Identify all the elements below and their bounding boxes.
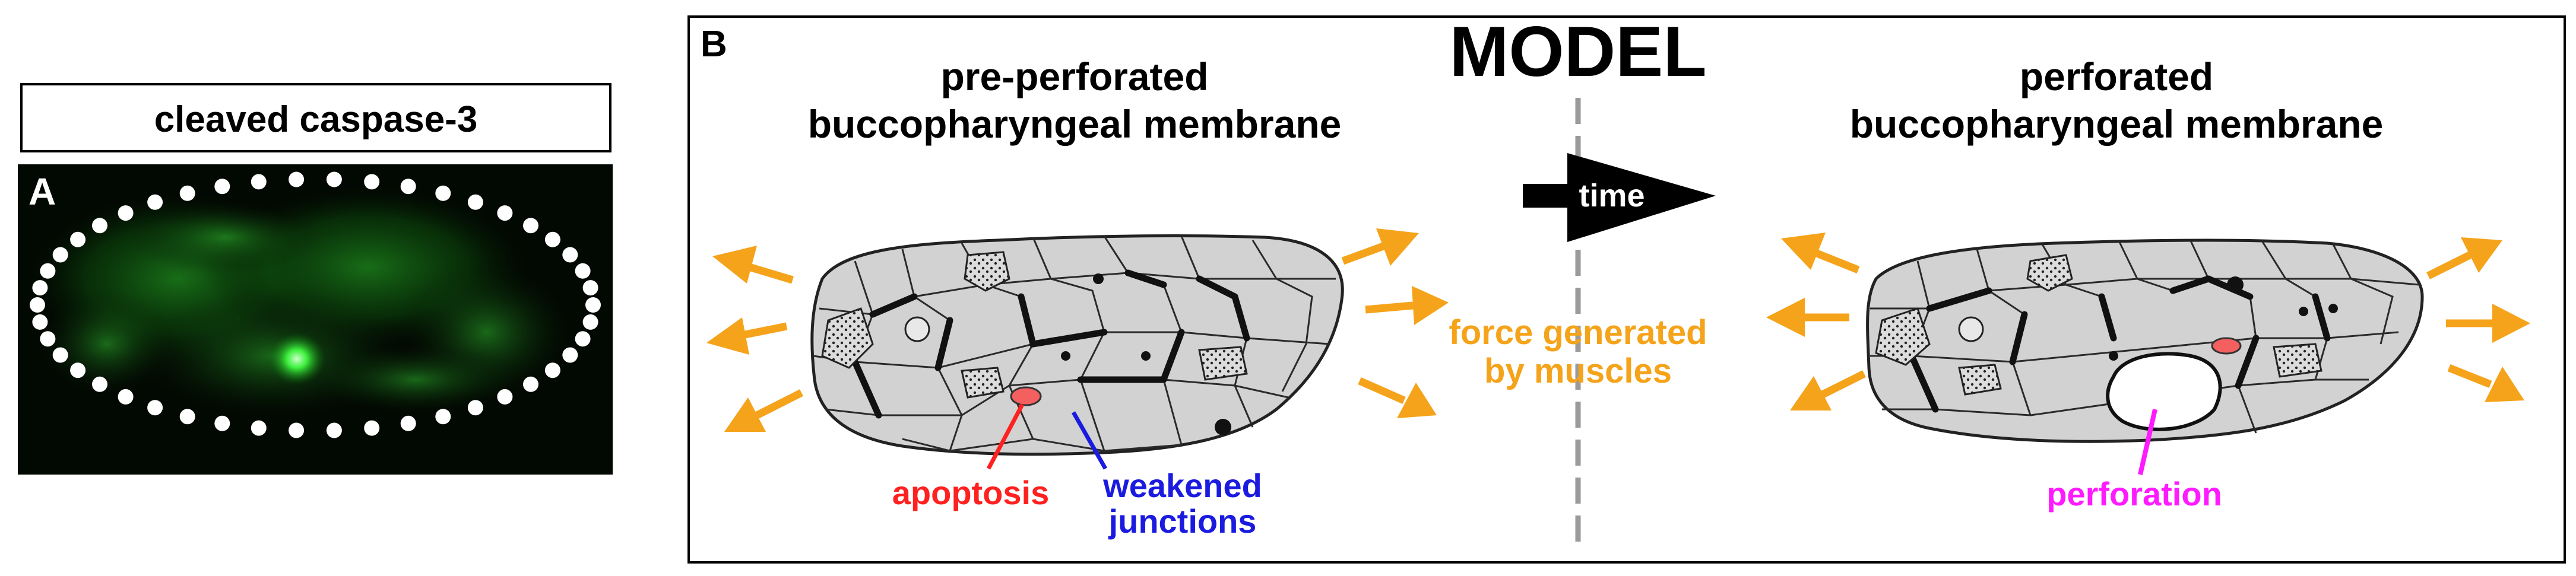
outline-dot (326, 171, 342, 187)
apoptosis-label: apoptosis (892, 474, 1049, 511)
outline-dot (364, 420, 380, 436)
left-title-line1: pre-perforated (940, 55, 1208, 98)
model-heading: MODEL (1449, 12, 1706, 91)
outline-dot (435, 409, 451, 425)
force-arrow (1781, 233, 1860, 274)
outline-dot (544, 231, 560, 247)
time-arrow: time (1523, 153, 1716, 242)
outline-dot (147, 400, 163, 416)
junction-spots-left (1061, 273, 1231, 435)
perforation-hole (2106, 352, 2222, 431)
force-arrow (1358, 377, 1437, 418)
force-arrow (712, 246, 794, 284)
force-arrow (2446, 304, 2530, 343)
pre-perforated-membrane (810, 234, 1344, 456)
outline-dot (32, 280, 48, 296)
right-title-line2: buccopharyngeal membrane (1850, 102, 2384, 146)
apoptotic-cell-right (2211, 337, 2242, 355)
outline-dot (364, 174, 380, 190)
force-arrow (2447, 364, 2524, 402)
outline-dot (32, 314, 48, 330)
outline-dot (585, 297, 601, 313)
outline-dot (562, 347, 578, 363)
outline-dot (582, 314, 598, 330)
panel-a-title-box (20, 83, 611, 152)
outline-dot (523, 376, 538, 392)
outline-dot (214, 415, 230, 431)
force-arrow (2426, 237, 2502, 279)
panel-a-title: cleaved caspase-3 (154, 99, 478, 140)
force-arrow (1341, 228, 1419, 266)
weakened-label-line1: weakened (1102, 467, 1262, 504)
weakened-junctions-left (851, 269, 1250, 419)
left-title-line2: buccopharyngeal membrane (808, 102, 1342, 146)
panel-b: B MODEL pre-perforated buccopharyngeal m… (687, 12, 2566, 564)
outline-dot (582, 280, 598, 296)
outline-dot (251, 174, 267, 190)
weakened-label-line2: junctions (1108, 502, 1257, 540)
force-arrows-left-membrane (706, 228, 1449, 432)
outline-dot (147, 194, 163, 210)
membrane-outline-left (810, 234, 1344, 456)
outline-dot (497, 205, 513, 221)
panel-a-label: A (28, 170, 56, 213)
outline-dot (467, 400, 483, 416)
apoptotic-cell-left (1010, 386, 1042, 406)
outline-dot (523, 218, 538, 234)
outline-dot (92, 218, 107, 234)
outline-dot (575, 263, 591, 279)
outline-dot (289, 171, 305, 187)
outline-dot (92, 376, 107, 392)
outline-dot (467, 194, 483, 210)
outline-dot (118, 205, 134, 221)
outline-dot (52, 347, 68, 363)
embryo-outline-dots (30, 171, 601, 438)
dotted-cells-right (1875, 254, 2322, 396)
outline-dot (179, 185, 195, 201)
perforation-label: perforation (2046, 475, 2222, 513)
outline-dot (179, 409, 195, 425)
weakened-pointer (1071, 411, 1108, 470)
force-arrows-right-membrane (1766, 233, 2530, 410)
outline-dot (575, 331, 591, 347)
force-label-line1: force generated (1449, 313, 1707, 352)
panel-a: cleaved caspase-3 A (18, 83, 613, 475)
outline-dot (70, 362, 86, 378)
force-arrow (724, 389, 803, 432)
outline-dot (400, 415, 416, 431)
force-arrow (1365, 286, 1449, 325)
force-label-line2: by muscles (1484, 352, 1672, 390)
outline-dot (289, 422, 305, 438)
outline-dot (435, 185, 451, 201)
outline-dot (251, 420, 267, 436)
membrane-outline-right (1866, 238, 2424, 443)
outline-dot (544, 362, 560, 378)
time-label: time (1579, 178, 1645, 214)
outline-dot (562, 247, 578, 263)
junction-spots-right (2109, 276, 2338, 361)
perforation-pointer (2138, 409, 2157, 475)
apoptosis-pointer (986, 403, 1025, 470)
panel-b-label: B (701, 24, 727, 65)
right-title-line1: perforated (2020, 55, 2213, 98)
outline-dot (40, 331, 56, 347)
dotted-cells-left (821, 251, 1248, 399)
caspase-positive-cell (268, 333, 325, 385)
micrograph-signal (24, 184, 576, 421)
outline-dot (52, 247, 68, 263)
outline-dot (326, 422, 342, 438)
outline-dot (214, 179, 230, 195)
outline-dot (400, 179, 416, 195)
outline-dot (30, 297, 45, 313)
force-arrow (1790, 370, 1866, 410)
outline-dot (70, 231, 86, 247)
perforated-membrane (1866, 238, 2424, 443)
outline-dot (497, 389, 513, 405)
force-arrow (706, 317, 788, 355)
outline-dot (118, 389, 134, 405)
outline-dot (40, 263, 56, 279)
force-arrow (1766, 298, 1849, 337)
